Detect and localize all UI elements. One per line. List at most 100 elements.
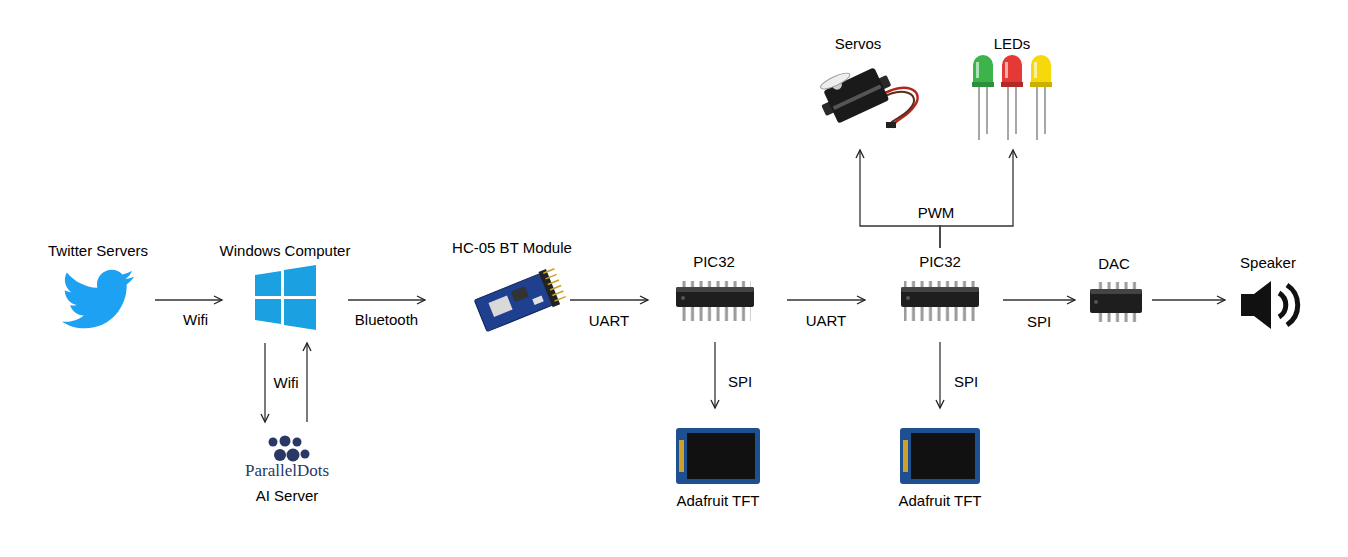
bluetooth-module-part bbox=[546, 274, 557, 278]
signal-label: UART bbox=[587, 312, 632, 330]
node-label: ParallelDots bbox=[245, 461, 329, 481]
connector-arrow bbox=[939, 342, 940, 408]
node-label: LEDs bbox=[994, 35, 1031, 53]
led-yellow-part bbox=[1031, 55, 1051, 85]
node-label: HC-05 BT Module bbox=[452, 239, 572, 257]
node-sublabel: AI Server bbox=[256, 487, 319, 505]
connector-arrow bbox=[1152, 299, 1225, 300]
paralleldots-logo-part bbox=[280, 436, 291, 447]
led-green-part bbox=[986, 86, 988, 134]
led-green-part bbox=[972, 82, 994, 87]
windows-logo-part bbox=[284, 265, 316, 296]
twitter-bird bbox=[62, 270, 134, 329]
bluetooth-module bbox=[474, 266, 568, 333]
led-red-part bbox=[1005, 62, 1008, 78]
led-red-part bbox=[1007, 86, 1009, 140]
pic32-chip bbox=[901, 281, 979, 321]
bluetooth-module-part bbox=[532, 296, 544, 305]
twitter-node: Twitter Servers bbox=[62, 264, 134, 336]
signal-label: UART bbox=[804, 312, 849, 330]
connector-arrow bbox=[714, 342, 715, 408]
led-yellow-part bbox=[1030, 82, 1052, 87]
node-label: PIC32 bbox=[919, 253, 961, 271]
led-red-part bbox=[1001, 82, 1023, 87]
bluetooth-module-part bbox=[511, 286, 529, 302]
led-green-part bbox=[978, 86, 980, 140]
signal-label: SPI bbox=[1025, 313, 1053, 331]
paralleldots-logo-part bbox=[287, 449, 300, 462]
bluetooth-module-part bbox=[474, 273, 553, 331]
node-label: DAC bbox=[1098, 255, 1130, 273]
led-yellow-part bbox=[1036, 86, 1038, 140]
ai-server-node: ParallelDotsAI Server bbox=[232, 432, 342, 480]
pic32-chip-part bbox=[904, 305, 976, 321]
pic32-chip-part bbox=[901, 287, 979, 307]
node-label: Adafruit TFT bbox=[676, 492, 759, 510]
speaker-icon-part bbox=[1241, 281, 1271, 329]
pic32-chip-part bbox=[679, 305, 751, 321]
paralleldots-logo-part bbox=[293, 438, 302, 447]
twitter-bird-part bbox=[62, 270, 134, 329]
speaker-icon bbox=[1241, 281, 1298, 329]
signal-label: Wifi bbox=[272, 374, 301, 392]
tft-display bbox=[900, 428, 980, 484]
connector-arrow bbox=[1003, 299, 1075, 300]
node-label: PIC32 bbox=[693, 253, 735, 271]
tft-display-part bbox=[911, 433, 975, 479]
computer-node: Windows Computer bbox=[253, 266, 317, 334]
servo-motor-part-part bbox=[823, 67, 889, 123]
servo-node: Servos bbox=[818, 56, 922, 128]
speaker-icon-part bbox=[1287, 285, 1298, 325]
tft-display-part bbox=[687, 433, 755, 479]
node-label: Speaker bbox=[1240, 254, 1296, 272]
signal-label: PWM bbox=[916, 204, 957, 222]
bluetooth-module-part bbox=[552, 291, 563, 295]
tft-display-part bbox=[903, 440, 908, 472]
speaker-node: Speaker bbox=[1238, 275, 1308, 325]
led-green-part bbox=[973, 55, 993, 85]
signal-label: Bluetooth bbox=[353, 311, 420, 329]
tft-display bbox=[676, 428, 760, 484]
paralleldots-logo-part bbox=[269, 438, 278, 447]
tft-display-part bbox=[900, 428, 980, 484]
bluetooth-module-part bbox=[555, 297, 566, 301]
dac-node: DAC bbox=[1088, 277, 1144, 323]
pic32-chip bbox=[676, 281, 754, 321]
connector-arrow bbox=[264, 343, 265, 422]
dac-chip bbox=[1090, 282, 1142, 322]
connector-arrow bbox=[570, 299, 648, 300]
bt-module-node: HC-05 BT Module bbox=[468, 266, 562, 334]
signal-label: SPI bbox=[726, 373, 754, 391]
dac-chip-part bbox=[1090, 289, 1142, 294]
dac-chip-part bbox=[1094, 300, 1098, 304]
led-red-part bbox=[1015, 86, 1017, 134]
connector-arrow bbox=[940, 150, 1013, 248]
servo-motor-part-part bbox=[819, 70, 852, 92]
led-green-part bbox=[976, 62, 979, 78]
node-label: Windows Computer bbox=[220, 242, 351, 260]
connector-arrow bbox=[348, 299, 425, 300]
windows-logo-part bbox=[255, 271, 281, 296]
bluetooth-module-part bbox=[550, 285, 561, 289]
pic32-chip-part bbox=[906, 296, 910, 300]
servo-motor-part bbox=[813, 56, 897, 127]
pic32-chip-part bbox=[681, 296, 685, 300]
mcu-node: PIC32 bbox=[673, 278, 757, 322]
speaker-icon-part bbox=[1279, 293, 1286, 317]
windows-logo-part bbox=[284, 299, 316, 330]
connector-arrow bbox=[860, 150, 940, 248]
paralleldots-logo-part bbox=[274, 449, 286, 461]
bluetooth-module-part bbox=[538, 269, 560, 307]
signal-label: SPI bbox=[952, 373, 980, 391]
led-yellow-part bbox=[1044, 86, 1046, 134]
bluetooth-module-part bbox=[548, 280, 559, 284]
servo-motor bbox=[813, 56, 918, 128]
windows-logo-part bbox=[255, 299, 281, 324]
led-red-part bbox=[1002, 55, 1022, 85]
led-yellow-part bbox=[1034, 62, 1037, 78]
servo-motor-part bbox=[886, 122, 896, 128]
connector-arrow bbox=[787, 299, 865, 300]
display-node: Adafruit TFT bbox=[900, 428, 980, 484]
